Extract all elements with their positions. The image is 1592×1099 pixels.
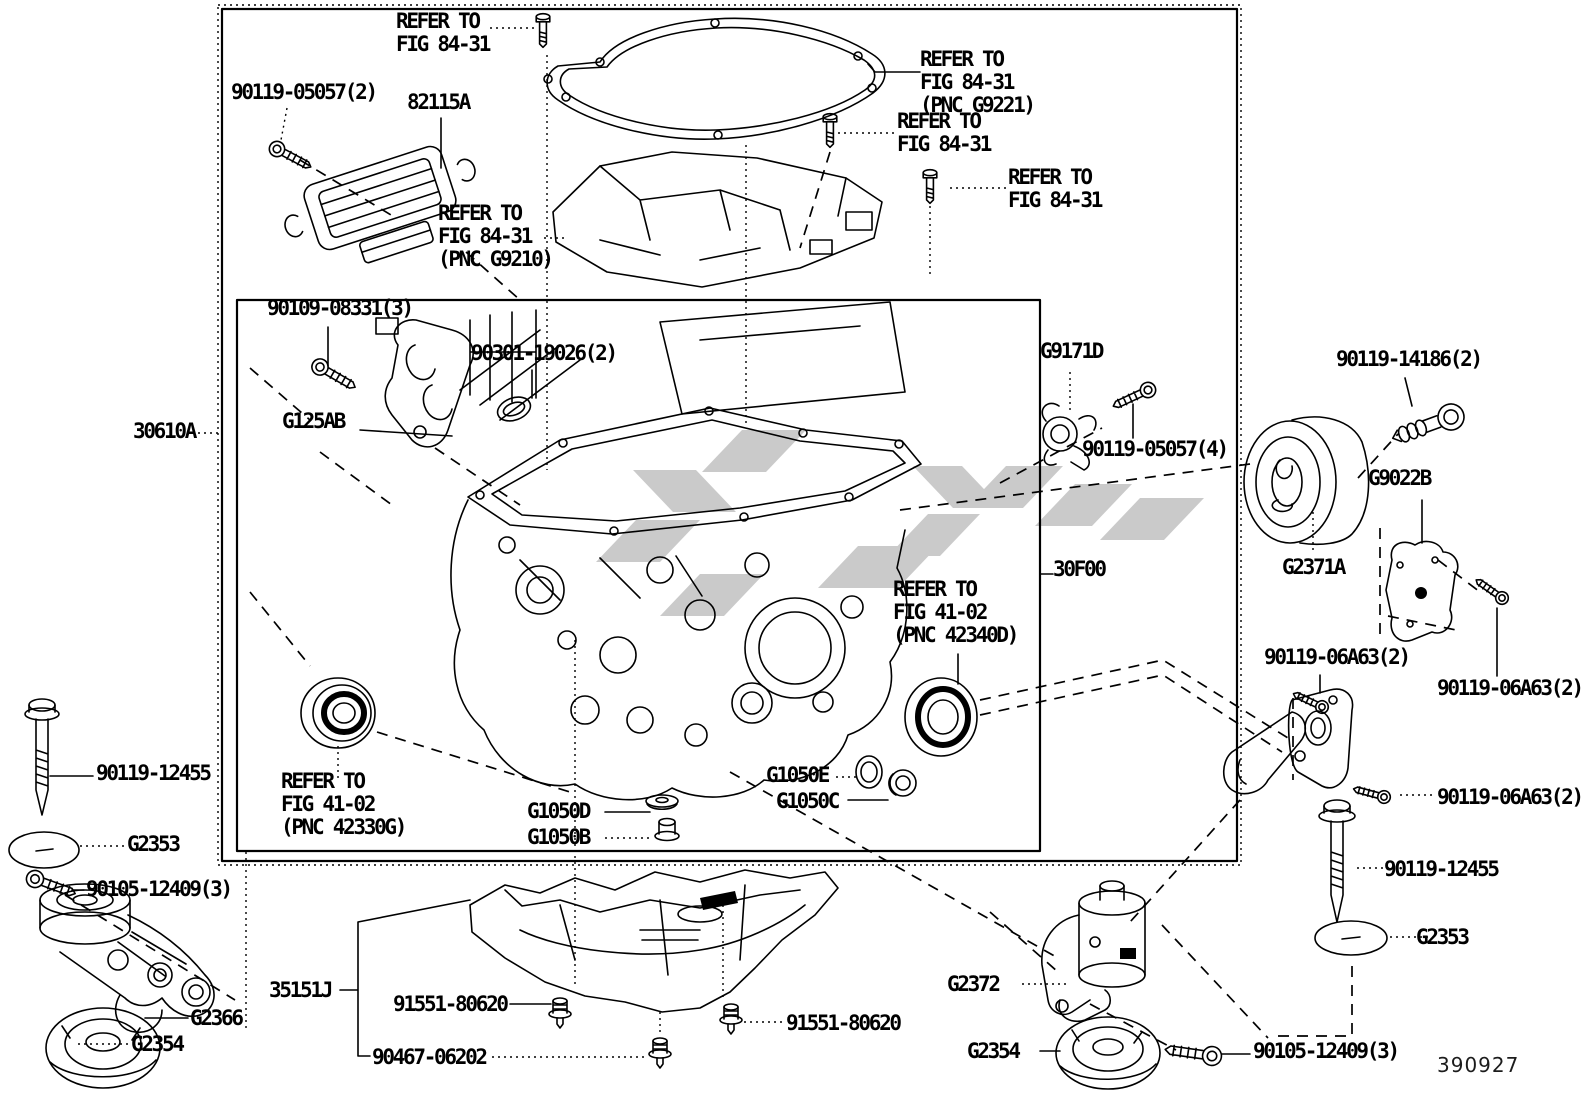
junction-connector-82115a [275,135,492,284]
oil-seal-left-icon [301,678,375,748]
breather-plate-g125ab [376,318,473,447]
assembly-boxes [218,5,1241,865]
bracket-g2366 [40,884,214,1032]
callout-refer-fig4102-42340d: REFER TO FIG 41-02 (PNC 42340D) [893,577,1019,648]
bolt-icons [23,13,1512,1069]
washer-g1050d-icon [646,795,678,809]
callout-90467-06202: 90467-06202 [372,1045,488,1069]
callout-g125ab: G125AB [282,409,346,433]
oil-seal-right-icon [905,678,977,756]
callout-g1050b: G1050B [527,825,591,849]
callout-refer-fig4102-42330g: REFER TO FIG 41-02 (PNC 42330G) [281,769,407,840]
long-bolt-left [25,699,59,815]
callout-g1050c: G1050C [776,789,840,813]
callout-g2366: G2366 [190,1006,244,1030]
callout-90119-06a63-2-b: 90119-06A63(2) [1437,676,1584,700]
callout-g9022b: G9022B [1368,466,1432,490]
callout-90105-12409-3-left: 90105-12409(3) [86,877,233,901]
seal-g1050e-icon [856,756,882,788]
mount-g2372 [1042,881,1145,1021]
callout-refer-fig8431-mid: REFER TO FIG 84-31 [897,109,992,157]
cushion-g2354-left [46,1008,160,1088]
callout-90301-19026-2: 90301-19026(2) [471,341,618,365]
callout-refer-fig8431-g9221: REFER TO FIG 84-31 (PNC G9221) [920,47,1036,118]
cushion-g2354-right [1056,1017,1160,1089]
callout-30f00: 30F00 [1053,557,1107,581]
under-cover-35151j [470,870,838,1012]
callout-90105-12409-3-right: 90105-12409(3) [1253,1039,1400,1063]
callout-90119-06a63-2-a: 90119-06A63(2) [1264,645,1411,669]
transaxle-housing [451,302,921,800]
callout-g2353-right: G2353 [1416,925,1470,949]
shaft-support-bracket [1224,689,1353,794]
plug-g1050b-icon [655,819,679,841]
plug-g1050c-icon [889,770,916,796]
callout-refer-fig8431-right: REFER TO FIG 84-31 [1008,165,1103,213]
callout-g2371a: G2371A [1282,555,1346,579]
callout-82115a: 82115A [407,90,471,114]
callout-90119-05057-2: 90119-05057(2) [231,80,378,104]
plate-g2353-left [9,832,79,868]
callout-g2353-left: G2353 [127,832,181,856]
callout-90109-08331-3: 90109-08331(3) [267,296,414,320]
callout-90119-12455-left: 90119-12455 [96,761,212,785]
damper-g2371a [1244,417,1369,544]
callout-g1050d: G1050D [527,799,591,823]
long-bolt-right [1319,800,1355,922]
o-ring-90301 [494,393,533,425]
callout-90119-05057-4: 90119-05057(4) [1082,437,1229,461]
bracket-g9022b [1386,541,1458,641]
construction-lines-dashed [65,152,1480,1050]
callout-g9171d: G9171D [1040,339,1104,363]
callout-30610a: 30610A [133,419,197,443]
callout-90119-12455-right: 90119-12455 [1384,857,1500,881]
callout-refer-fig8431-top: REFER TO FIG 84-31 [396,9,491,57]
callout-35151j: 35151J [269,978,333,1002]
callout-90119-06a63-2-c: 90119-06A63(2) [1437,785,1584,809]
transmission-valve-body [553,152,882,287]
drawing-number: 390927 [1437,1053,1520,1077]
plate-g2353-right [1315,921,1387,955]
inner-box-30f00 [237,300,1040,851]
leader-lines-solid [50,64,1497,1056]
callout-g2372: G2372 [947,972,1001,996]
callout-g1050e: G1050E [766,763,830,787]
outer-box-30610a [222,9,1237,861]
leader-lines-dotted [78,28,1434,1057]
callout-g2354-right: G2354 [967,1039,1021,1063]
watermark-logo [596,430,1204,616]
callout-91551-80620-left: 91551-80620 [393,992,509,1016]
callout-91551-80620-right: 91551-80620 [786,1011,902,1035]
callout-90119-14186-2: 90119-14186(2) [1336,347,1483,371]
callout-g2354-left: G2354 [131,1032,185,1056]
callout-refer-fig8431-g9210: REFER TO FIG 84-31 (PNC G9210) [438,201,554,272]
oil-pan-gasket [544,18,885,139]
